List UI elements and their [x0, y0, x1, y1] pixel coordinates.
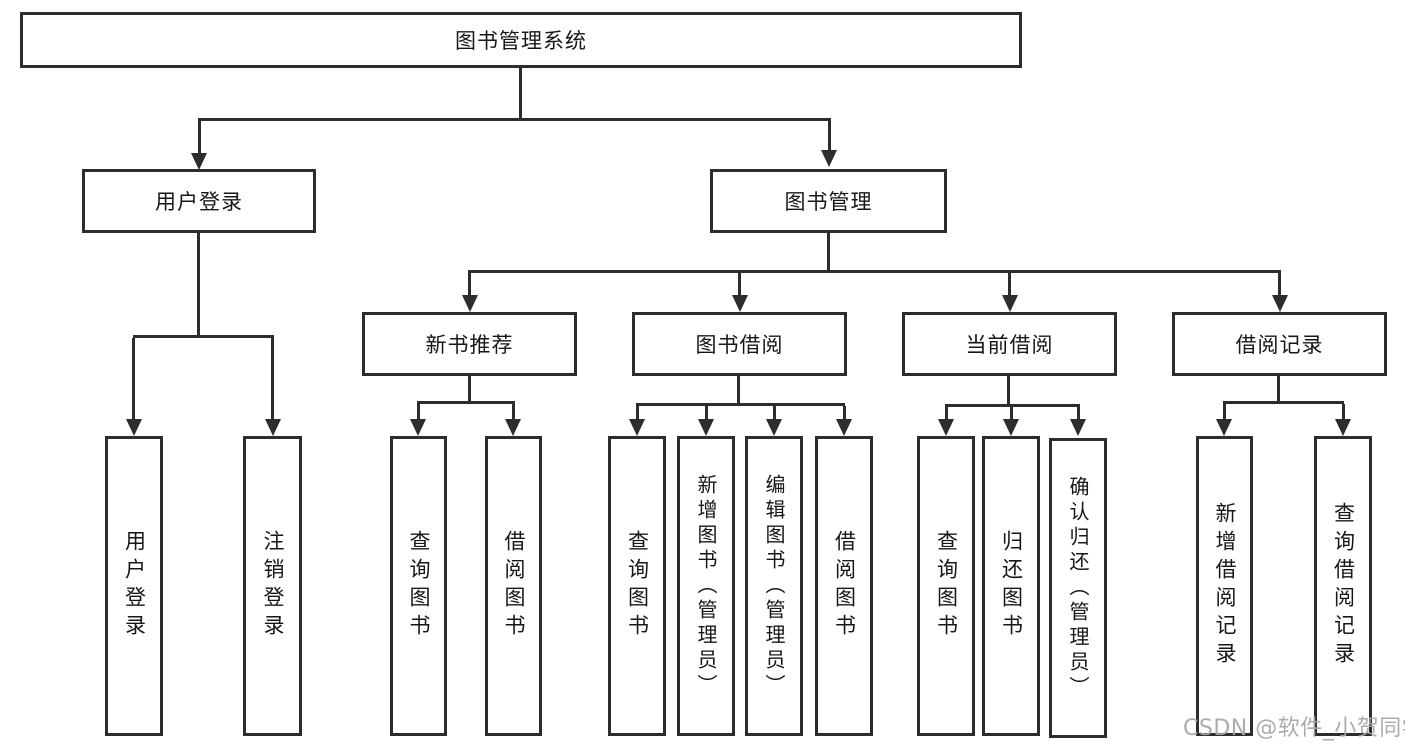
connector-line: [1223, 401, 1344, 404]
leaf-newbooks-borrow-label: 借阅图书: [502, 530, 526, 642]
connector-line: [1278, 273, 1281, 297]
connector-line: [468, 270, 1281, 273]
node-book-management: 图书管理: [710, 169, 947, 233]
node-borrow-records: 借阅记录: [1172, 312, 1387, 376]
leaf-borrow-edit-admin-label: 编辑图书（管理员）: [762, 473, 786, 699]
leaf-newbooks-query: 查询图书: [390, 436, 447, 736]
node-book-management-label: 图书管理: [784, 190, 873, 214]
connector-line: [843, 406, 846, 420]
connector-line: [1010, 407, 1013, 420]
arrow-down-icon: [629, 419, 645, 436]
leaf-logout-label: 注销登录: [261, 530, 285, 642]
leaf-logout: 注销登录: [243, 436, 302, 736]
leaf-borrow-query-label: 查询图书: [625, 530, 650, 642]
leaf-current-confirm-admin: 确认归还（管理员）: [1049, 438, 1107, 738]
connector-line: [773, 406, 776, 420]
leaf-newbooks-query-label: 查询图书: [407, 530, 431, 642]
connector-line: [636, 403, 845, 406]
connector-line: [945, 404, 1080, 407]
arrow-down-icon: [938, 419, 954, 436]
node-new-book-recommend: 新书推荐: [362, 312, 577, 376]
leaf-records-add: 新增借阅记录: [1196, 436, 1253, 736]
connector-line: [417, 401, 515, 404]
leaf-records-query: 查询借阅记录: [1314, 436, 1372, 736]
csdn-watermark: CSDN @软件_小贺同学: [1183, 716, 1405, 741]
leaf-current-return: 归还图书: [982, 436, 1040, 736]
connector-line: [828, 121, 831, 151]
connector-line: [1223, 404, 1226, 420]
arrow-down-icon: [1002, 295, 1018, 312]
connector-line: [737, 376, 740, 405]
node-user-login-label: 用户登录: [155, 190, 243, 214]
arrow-down-icon: [1272, 295, 1288, 312]
connector-line: [198, 118, 831, 121]
leaf-borrow-borrow: 借阅图书: [815, 436, 873, 736]
arrow-down-icon: [462, 295, 478, 312]
connector-line: [1008, 273, 1011, 297]
connector-line: [519, 68, 522, 120]
node-root-label: 图书管理系统: [455, 29, 587, 53]
connector-line: [198, 121, 201, 154]
leaf-newbooks-borrow: 借阅图书: [485, 436, 542, 736]
node-root: 图书管理系统: [20, 12, 1022, 68]
connector-line: [132, 338, 135, 419]
connector-line: [738, 273, 741, 297]
node-borrow-records-label: 借阅记录: [1235, 333, 1324, 357]
leaf-borrow-add-admin: 新增图书（管理员）: [677, 436, 735, 736]
arrow-down-icon: [836, 419, 852, 436]
node-new-book-recommend-label: 新书推荐: [425, 333, 514, 357]
leaf-user-login: 用户登录: [105, 436, 163, 736]
arrow-down-icon: [265, 419, 281, 436]
leaf-borrow-borrow-label: 借阅图书: [832, 530, 857, 642]
node-current-borrow-label: 当前借阅: [965, 333, 1054, 357]
connector-line: [512, 404, 515, 420]
connector-line: [417, 404, 420, 420]
connector-line: [468, 273, 471, 297]
leaf-borrow-add-admin-label: 新增图书（管理员）: [694, 473, 718, 699]
leaf-current-return-label: 归还图书: [999, 530, 1024, 642]
node-user-login: 用户登录: [82, 169, 316, 233]
connector-line: [1342, 404, 1345, 420]
leaf-borrow-edit-admin: 编辑图书（管理员）: [745, 436, 803, 736]
node-book-borrow-label: 图书借阅: [695, 333, 784, 357]
connector-line: [636, 406, 639, 420]
connector-line: [271, 338, 274, 419]
connector-line: [1077, 407, 1080, 420]
arrow-down-icon: [698, 419, 714, 436]
arrow-down-icon: [1070, 419, 1086, 436]
leaf-records-add-label: 新增借阅记录: [1213, 502, 1237, 670]
leaf-current-query-label: 查询图书: [934, 530, 959, 642]
connector-line: [1007, 376, 1010, 406]
arrow-down-icon: [410, 419, 426, 436]
arrow-down-icon: [1216, 419, 1232, 436]
connector-line: [1277, 376, 1280, 403]
connector-line: [945, 407, 948, 420]
leaf-current-query: 查询图书: [917, 436, 975, 736]
connector-line: [705, 406, 708, 420]
arrow-down-icon: [191, 153, 207, 170]
arrow-down-icon: [766, 419, 782, 436]
leaf-records-query-label: 查询借阅记录: [1331, 502, 1356, 670]
arrow-down-icon: [821, 150, 837, 167]
leaf-current-confirm-admin-label: 确认归还（管理员）: [1066, 475, 1090, 701]
connector-line: [133, 335, 274, 338]
arrow-down-icon: [126, 419, 142, 436]
connector-line: [468, 376, 471, 403]
arrow-down-icon: [732, 295, 748, 312]
arrow-down-icon: [505, 419, 521, 436]
leaf-borrow-query: 查询图书: [608, 436, 666, 736]
node-book-borrow: 图书借阅: [632, 312, 847, 376]
connector-line: [827, 233, 830, 272]
node-current-borrow: 当前借阅: [902, 312, 1117, 376]
arrow-down-icon: [1003, 419, 1019, 436]
connector-line: [197, 233, 200, 335]
arrow-down-icon: [1335, 419, 1351, 436]
leaf-user-login-label: 用户登录: [122, 530, 147, 642]
